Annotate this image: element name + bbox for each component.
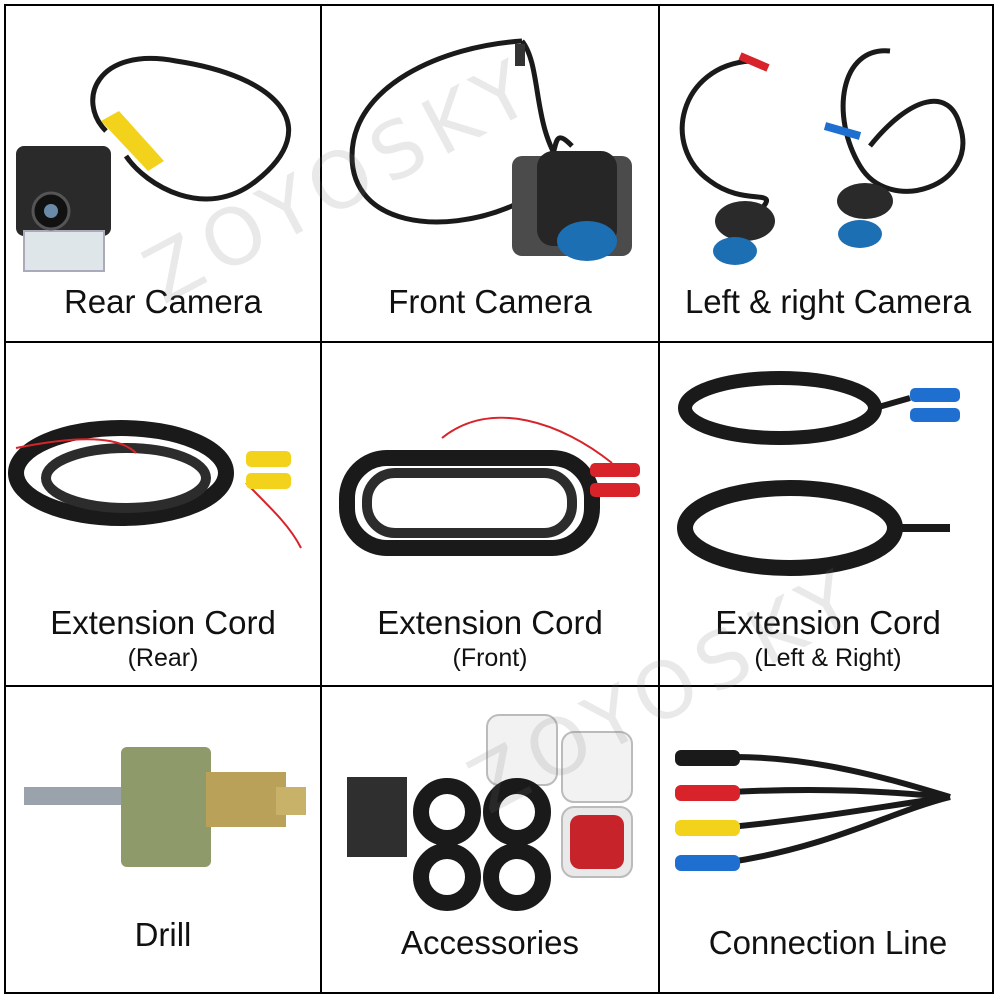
grid-divider: [6, 341, 992, 343]
caption-extension-cord-left-right: Extension Cord: [715, 604, 941, 641]
connection-line-photo: [675, 750, 951, 871]
subcaption-extension-cord-front: (Front): [452, 644, 528, 672]
cell-extension-cord-left-right: Extension Cord (Left & Right): [660, 343, 996, 685]
subcaption-extension-cord-left-right: (Left & Right): [754, 644, 902, 672]
caption-extension-cord-rear: Extension Cord: [50, 604, 276, 641]
product-grid: Rear Camera Front Camera Left & right Ca…: [4, 4, 994, 994]
rear-camera-photo: [16, 56, 291, 272]
left-right-camera-photo: [679, 48, 966, 265]
caption-rear-camera: Rear Camera: [63, 283, 263, 320]
cell-connection-line: Connection Line: [660, 687, 996, 992]
front-camera-photo: [349, 38, 632, 261]
drill-photo: [24, 747, 306, 867]
caption-extension-cord-front: Extension Cord: [377, 604, 603, 641]
cell-extension-cord-front: Extension Cord (Front): [322, 343, 658, 685]
caption-accessories: Accessories: [401, 924, 579, 961]
grid-divider: [320, 6, 322, 992]
accessories-photo: [347, 714, 633, 911]
subcaption-extension-cord-rear: (Rear): [127, 644, 199, 672]
cell-accessories: Accessories: [322, 687, 658, 992]
cell-front-camera: Front Camera: [322, 6, 658, 341]
cell-extension-cord-rear: Extension Cord (Rear): [6, 343, 320, 685]
extension-cord-front-photo: [339, 416, 640, 556]
caption-left-right-camera: Left & right Camera: [684, 283, 972, 320]
cell-rear-camera: Rear Camera: [6, 6, 320, 341]
grid-divider: [658, 6, 660, 992]
caption-drill: Drill: [134, 916, 192, 953]
cell-left-right-camera: Left & right Camera: [660, 6, 996, 341]
cell-drill: Drill: [6, 687, 320, 992]
caption-front-camera: Front Camera: [388, 283, 592, 320]
extension-cord-rear-photo: [8, 420, 302, 549]
caption-connection-line: Connection Line: [708, 924, 948, 961]
grid-divider: [6, 685, 992, 687]
extension-cord-left-right-photo: [677, 371, 960, 576]
